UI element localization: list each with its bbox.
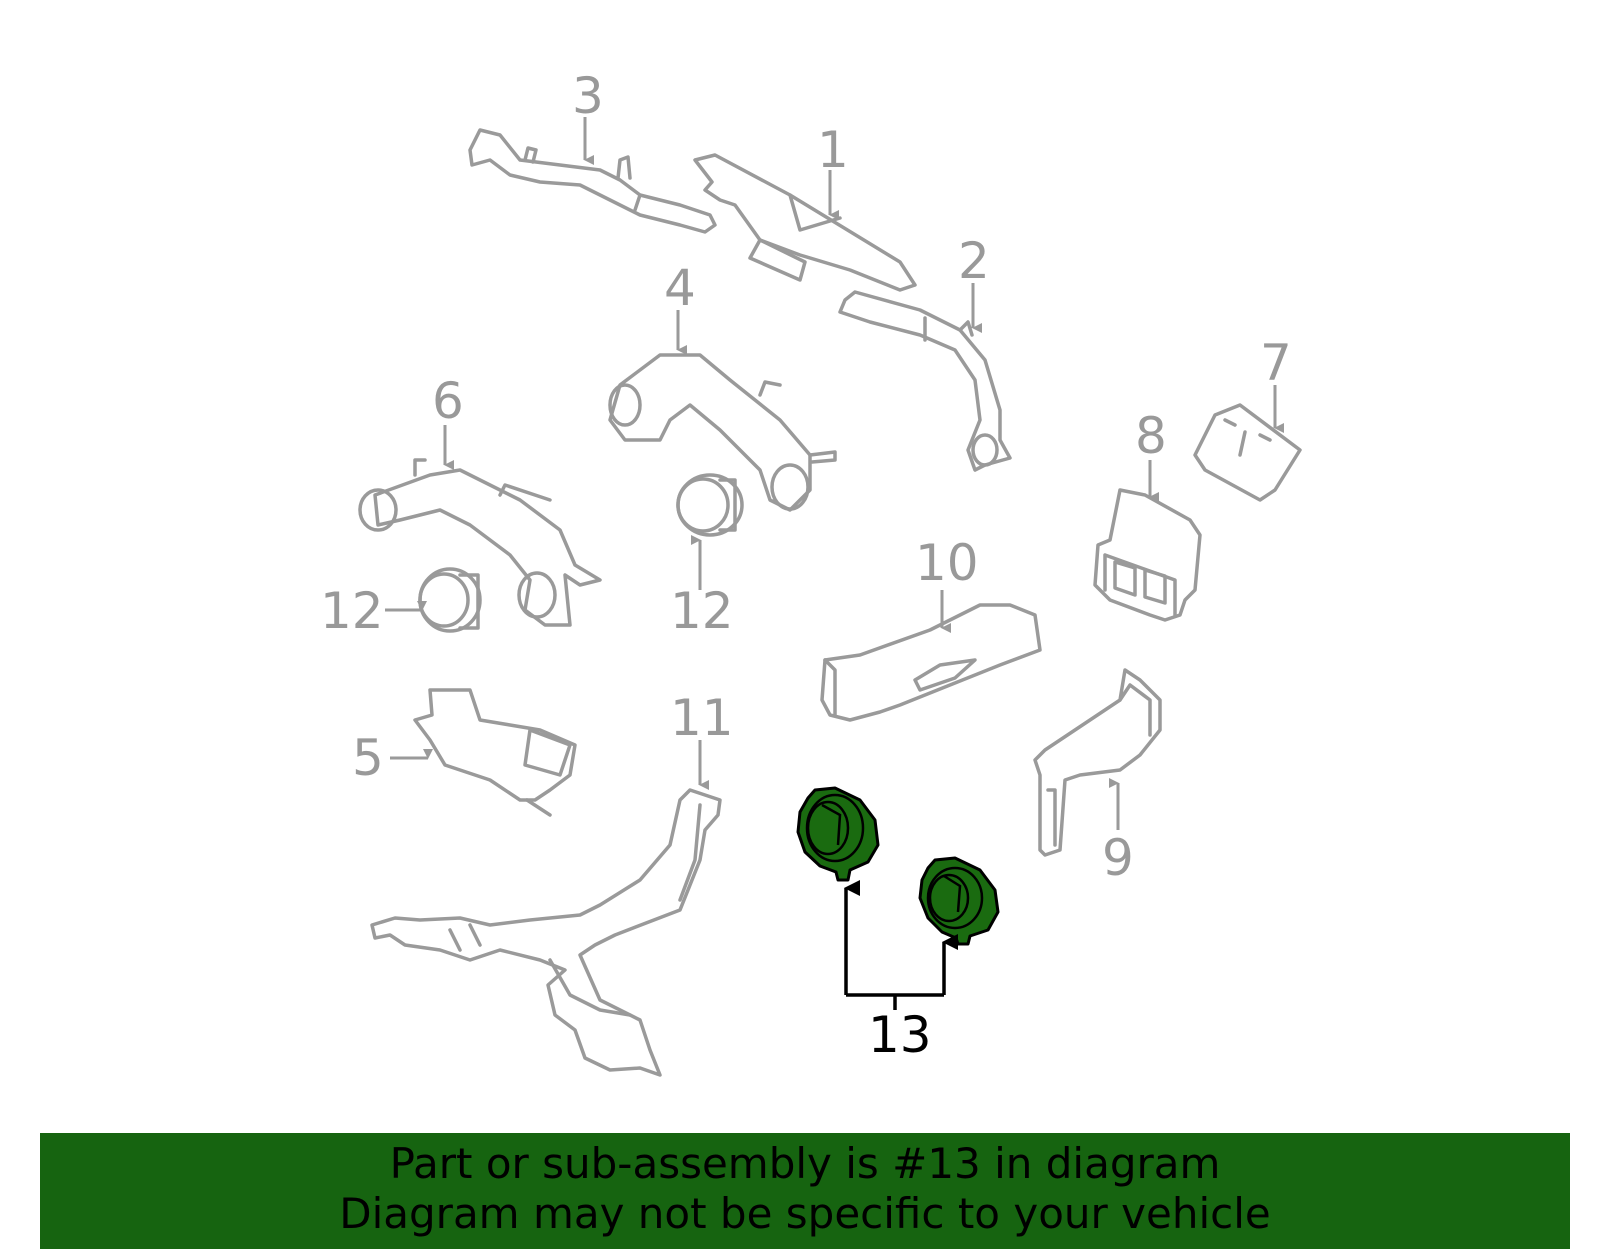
- part-12-vent-lower: [418, 567, 482, 633]
- part-5-duct: [413, 688, 577, 817]
- callout-4: 4: [664, 259, 696, 317]
- part-10-duct: [820, 603, 1042, 722]
- part-11-duct: [370, 788, 722, 1077]
- part-7-bracket: [1193, 403, 1302, 502]
- part-13-vent-right[interactable]: [918, 856, 1000, 946]
- leader-lines: [385, 117, 1284, 830]
- callout-8: 8: [1135, 407, 1167, 465]
- callout-6: 6: [432, 372, 464, 430]
- part-2-duct: [838, 290, 1012, 472]
- callout-12-left: 12: [320, 582, 384, 640]
- part-13-vent-left[interactable]: [796, 786, 880, 882]
- callout-5: 5: [352, 729, 384, 787]
- part-8-vent: [1093, 488, 1202, 622]
- callout-3: 3: [572, 67, 604, 125]
- callout-11: 11: [670, 689, 734, 747]
- callout-7: 7: [1260, 334, 1292, 392]
- part-9-duct: [1033, 668, 1162, 857]
- callout-10: 10: [915, 534, 979, 592]
- banner-line-1: Part or sub-assembly is #13 in diagram: [389, 1139, 1221, 1188]
- part-3-duct: [468, 128, 717, 234]
- leader-lines-13[interactable]: [844, 880, 958, 1010]
- part-1-duct: [693, 153, 917, 292]
- callout-9: 9: [1102, 829, 1134, 887]
- part-12-vent-upper: [676, 473, 744, 537]
- part-6-duct: [358, 458, 602, 627]
- callout-12-right: 12: [670, 582, 734, 640]
- info-banner: Part or sub-assembly is #13 in diagram D…: [40, 1133, 1570, 1249]
- callout-1: 1: [817, 121, 849, 179]
- callout-2: 2: [958, 232, 990, 290]
- parts-diagram: 3 1 2 4 6 7 8 12 12 10 5 11 9 13: [320, 67, 1302, 1077]
- callout-13[interactable]: 13: [868, 1006, 932, 1064]
- part-4-duct: [608, 353, 837, 512]
- banner-line-2: Diagram may not be specific to your vehi…: [339, 1189, 1271, 1238]
